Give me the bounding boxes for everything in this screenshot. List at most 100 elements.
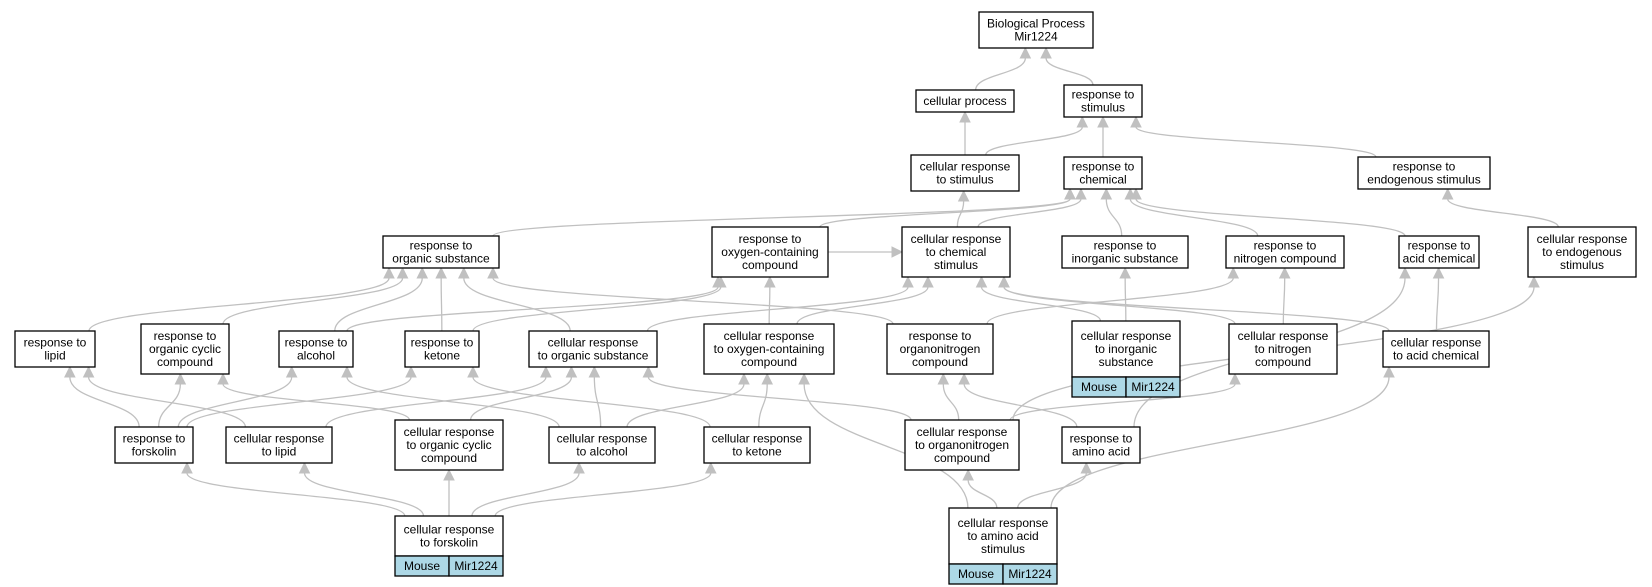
edge-crac-to-crcs (1003, 286, 1390, 332)
node-box (114, 426, 194, 464)
gene-badge-label: Mir1224 (1008, 567, 1052, 581)
arrowhead-cros-to-ros (457, 266, 470, 279)
node-label-line: lipid (44, 349, 65, 363)
node-label-line: stimulus (1560, 258, 1604, 272)
node-label-line: cellular response (724, 329, 815, 343)
node-label-line: ketone (424, 349, 460, 363)
node-label-line: response to (1094, 239, 1157, 253)
arrowhead-craas-to-crocc (798, 372, 810, 385)
edge-crf-to-cra (471, 472, 580, 517)
species-badge-label: Mouse (958, 567, 994, 581)
node-label-line: compound (742, 258, 798, 272)
arrowhead-rocc-to-crcs (891, 246, 904, 258)
edge-ronc-to-rnc (986, 277, 1234, 325)
node-label-line: cellular response (404, 523, 495, 537)
node-label-line: response to (154, 329, 217, 343)
node-label-line: Mir1224 (1014, 30, 1058, 44)
arrowhead-crac-to-crcs (998, 275, 1010, 288)
node-label-line: organic cyclic (149, 342, 221, 356)
edge-ra-to-ros (334, 277, 423, 332)
node-label-line: inorganic substance (1072, 252, 1179, 266)
edge-crcs-to-crs (956, 200, 965, 228)
arrowhead-crcs-to-rc (1075, 187, 1087, 200)
node-box (1357, 156, 1491, 190)
node-label-line: stimulus (1081, 101, 1125, 115)
node-label-line: cellular response (1537, 232, 1628, 246)
node-box (1061, 426, 1141, 464)
edge-cra-to-ra (346, 376, 560, 428)
arrowhead-crf-to-crk (704, 461, 717, 474)
edge-crs-to-rs (985, 126, 1083, 156)
edge-cronc-to-crnc (1009, 383, 1236, 421)
node-label-line: to organonitrogen (915, 438, 1009, 452)
node-label-line: cellular response (911, 232, 1002, 246)
arrowhead-rf-to-rk (405, 365, 417, 378)
edge-crk-to-rk (472, 376, 711, 428)
arrowhead-crocyc-to-rocyc (217, 372, 229, 385)
edge-crl-to-cros (325, 376, 547, 428)
arrowhead-crocyc-to-cros (565, 365, 578, 378)
edge-rf-to-rocyc (158, 383, 181, 428)
node-label-line: response to (1072, 88, 1135, 102)
node-box (1063, 84, 1143, 118)
arrowhead-crs-to-rs (1076, 115, 1089, 128)
edge-res-to-rs (1135, 126, 1377, 158)
arrowhead-crk-to-rk (467, 365, 479, 378)
node-box (711, 226, 829, 278)
arrowhead-ra-to-ros (416, 266, 429, 279)
edge-rf-to-rk (186, 376, 412, 428)
node-label-line: compound (1255, 355, 1311, 369)
node-box (904, 419, 1020, 471)
node-label-line: to stimulus (936, 173, 993, 187)
node-label-line: compound (741, 355, 797, 369)
node-label-line: cellular process (923, 94, 1006, 108)
arrowhead-crl-to-rl (82, 365, 95, 378)
arrowhead-cronc-to-cres (1528, 275, 1540, 288)
edge-cros-to-crcs (646, 286, 909, 332)
go-term-node-cp[interactable]: cellular process (915, 89, 1015, 113)
arrowhead-craas-to-crac (1383, 365, 1395, 378)
gene-badge-cell (1002, 563, 1058, 585)
node-label-line: response to (909, 329, 972, 343)
node-box (1398, 235, 1480, 269)
edge-crocyc-to-rocyc (222, 383, 411, 421)
edge-rf-to-rl (69, 376, 140, 428)
arrowhead-raa-to-rac (1399, 266, 1411, 279)
edge-crnc-to-crcs (1003, 286, 1236, 325)
arrowhead-rf-to-ra (285, 365, 298, 378)
arrowhead-cra-to-cros (588, 365, 601, 378)
node-label-line: response to (24, 336, 87, 350)
node-label-line: response to (1072, 160, 1135, 174)
